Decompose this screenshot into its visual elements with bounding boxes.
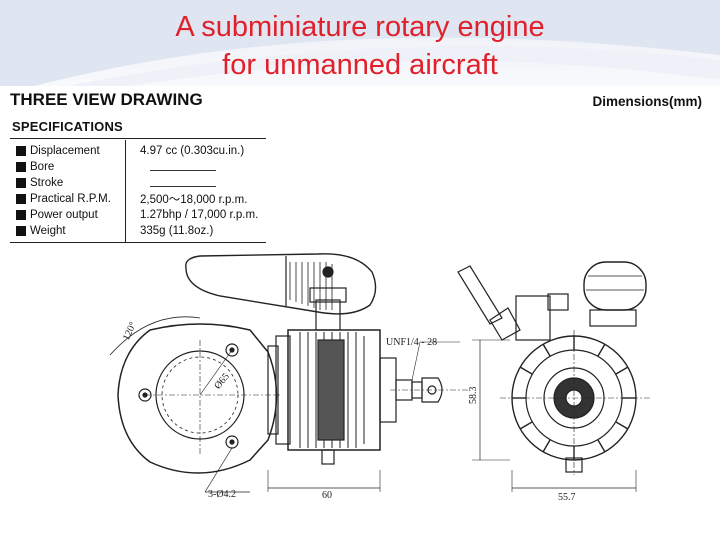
spec-label: Stroke <box>30 177 64 189</box>
bullet-square-icon <box>16 162 26 172</box>
specifications-table: Displacement 4.97 cc (0.303cu.in.) Bore … <box>16 143 266 239</box>
spec-row-rpm: Practical R.P.M. 2,500〜18,000 r.p.m. <box>16 191 266 207</box>
dim-height: 58.3 <box>468 387 479 405</box>
spec-label: Bore <box>30 161 55 173</box>
spec-value: 1.27bhp / 17,000 r.p.m. <box>140 209 259 221</box>
spec-table-column-rule <box>125 140 126 242</box>
bullet-square-icon <box>16 178 26 188</box>
spec-label: Displacement <box>30 145 100 157</box>
spec-row-power: Power output 1.27bhp / 17,000 r.p.m. <box>16 207 266 223</box>
spec-row-displacement: Displacement 4.97 cc (0.303cu.in.) <box>16 143 266 159</box>
three-view-drawing-sheet: THREE VIEW DRAWING Dimensions(mm) SPECIF… <box>0 86 720 540</box>
dim-bolt-circle: Ø65 <box>212 371 232 391</box>
dim-front-width: 55.7 <box>558 492 576 503</box>
specifications-title: SPECIFICATIONS <box>12 119 123 134</box>
slide-title-line-1: A subminiature rotary engine <box>175 11 545 43</box>
engine-side-view <box>185 253 470 492</box>
spec-table-bottom-rule <box>10 242 266 243</box>
spec-value: 335g (11.8oz.) <box>140 225 214 237</box>
spec-label: Power output <box>30 209 98 221</box>
mounting-flange-view <box>109 316 280 493</box>
spec-table-top-rule <box>10 138 266 139</box>
bullet-square-icon <box>16 210 26 220</box>
spec-value-blank <box>150 163 216 171</box>
spec-label: Weight <box>30 225 66 237</box>
dim-angle: 120° <box>121 320 139 342</box>
spec-row-weight: Weight 335g (11.8oz.) <box>16 223 266 239</box>
slide-title-line-2: for unmanned aircraft <box>222 49 498 81</box>
engine-front-view <box>457 261 650 492</box>
drawing-header: THREE VIEW DRAWING <box>10 90 203 109</box>
spec-value: 2,500〜18,000 r.p.m. <box>140 194 248 206</box>
background-swoosh <box>0 0 720 110</box>
bullet-square-icon <box>16 146 26 156</box>
bullet-square-icon <box>16 226 26 236</box>
dimensions-unit-label: Dimensions(mm) <box>592 94 702 109</box>
dim-side-length: 60 <box>322 490 332 501</box>
dim-holes: 3-Ø4.2 <box>208 489 236 500</box>
spec-value-blank <box>150 179 216 187</box>
dim-thread: UNF1/4 - 28 <box>386 337 437 348</box>
spec-label: Practical R.P.M. <box>30 193 111 205</box>
slide-title: A subminiature rotary engine for unmanne… <box>0 8 720 84</box>
spec-value: 4.97 cc (0.303cu.in.) <box>140 145 245 157</box>
spec-row-bore: Bore <box>16 159 266 175</box>
bullet-square-icon <box>16 194 26 204</box>
spec-row-stroke: Stroke <box>16 175 266 191</box>
